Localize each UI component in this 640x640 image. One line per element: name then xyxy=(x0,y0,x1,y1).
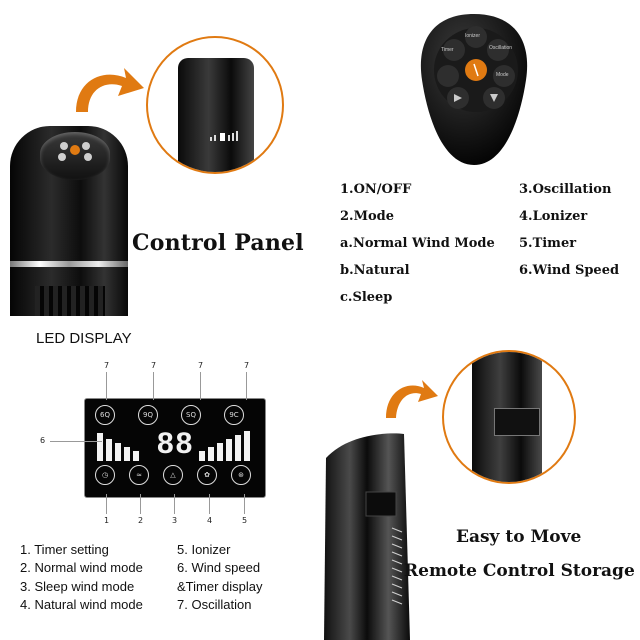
marker-line xyxy=(106,372,107,400)
led-legend-wind-speed: 6. Wind speed xyxy=(177,560,261,575)
control-panel-heading: Control Panel xyxy=(132,230,304,256)
marker-bottom-3: 3 xyxy=(172,516,178,525)
led-bars-icon xyxy=(210,131,238,141)
marker-line xyxy=(174,494,175,514)
legend-wind-speed: 6.Wind Speed xyxy=(519,263,620,278)
zoom-device xyxy=(178,58,254,172)
fan-chrome-band xyxy=(10,261,128,267)
marker-top-1: 7 xyxy=(104,361,110,370)
tower-fan-top xyxy=(10,126,128,316)
wind-speed-bars-icon xyxy=(97,431,250,461)
legend-mode: 2.Mode xyxy=(340,209,394,224)
marker-line xyxy=(246,372,247,400)
led-display-panel: 6Q 9Q SQ 9C 88 ◷ ≈ △ ✿ ⊛ xyxy=(84,398,266,498)
marker-top-2: 7 xyxy=(151,361,157,370)
legend-sleep: c.Sleep xyxy=(340,290,393,305)
led-legend-normal-wind: 2. Normal wind mode xyxy=(20,560,143,575)
remote-label-mode: Mode xyxy=(496,72,509,78)
sleep-wind-icon: △ xyxy=(163,465,183,485)
led-top-icon-4: 9C xyxy=(224,405,244,425)
marker-bottom-4: 4 xyxy=(207,516,213,525)
marker-line xyxy=(140,494,141,514)
fan-grille xyxy=(35,286,105,316)
easy-to-move-heading: Easy to Move xyxy=(456,527,582,547)
remote-label-timer: Timer xyxy=(441,47,454,53)
marker-side-6: 6 xyxy=(40,436,46,445)
led-digits: 88 xyxy=(157,427,195,460)
legend-natural: b.Natural xyxy=(340,263,410,278)
remote-label-oscillation: Oscillation xyxy=(489,45,513,51)
marker-line xyxy=(106,494,107,514)
led-top-icon-2: 9Q xyxy=(138,405,158,425)
marker-line xyxy=(50,441,102,442)
curved-arrow-icon xyxy=(386,380,438,418)
legend-on-off: 1.ON/OFF xyxy=(340,182,412,197)
led-legend-oscillation: 7. Oscillation xyxy=(177,597,252,612)
remote-label-ionizer: Ionizer xyxy=(465,33,481,39)
led-legend-timer-setting: 1. Timer setting xyxy=(20,542,109,557)
remote-control xyxy=(420,14,528,165)
marker-line xyxy=(244,494,245,514)
control-panel-zoom xyxy=(146,36,284,174)
led-legend-timer-display: &Timer display xyxy=(177,579,263,594)
timer-setting-icon: ◷ xyxy=(95,465,115,485)
marker-top-4: 7 xyxy=(244,361,250,370)
marker-bottom-5: 5 xyxy=(242,516,248,525)
zoom-led-bars xyxy=(210,126,240,141)
marker-line xyxy=(153,372,154,400)
legend-normal-wind: a.Normal Wind Mode xyxy=(340,236,495,251)
marker-bottom-1: 1 xyxy=(104,516,110,525)
marker-top-3: 7 xyxy=(198,361,204,370)
marker-bottom-2: 2 xyxy=(138,516,144,525)
led-legend-sleep-wind: 3. Sleep wind mode xyxy=(20,579,135,594)
normal-wind-icon: ≈ xyxy=(129,465,149,485)
led-top-icon-1: 6Q xyxy=(95,405,115,425)
marker-line xyxy=(209,494,210,514)
legend-oscillation: 3.Oscillation xyxy=(519,182,612,197)
legend-timer: 5.Timer xyxy=(519,236,577,251)
control-panel-oval xyxy=(40,132,110,180)
ionizer-icon: ⊛ xyxy=(231,465,251,485)
led-legend-natural-wind: 4. Natural wind mode xyxy=(20,597,143,612)
led-display-heading: LED DISPLAY xyxy=(36,330,132,347)
curved-arrow-icon xyxy=(76,68,144,112)
zoom-storage-slot xyxy=(494,408,540,436)
led-top-icon-3: SQ xyxy=(181,405,201,425)
control-buttons-icon xyxy=(58,142,92,161)
tower-fan-back xyxy=(324,433,410,640)
marker-line xyxy=(200,372,201,400)
remote-storage-heading: Remote Control Storage xyxy=(404,561,635,581)
remote-storage-zoom xyxy=(442,350,576,484)
led-legend-ionizer: 5. Ionizer xyxy=(177,542,231,557)
legend-ionizer: 4.Lonizer xyxy=(519,209,588,224)
natural-wind-icon: ✿ xyxy=(197,465,217,485)
